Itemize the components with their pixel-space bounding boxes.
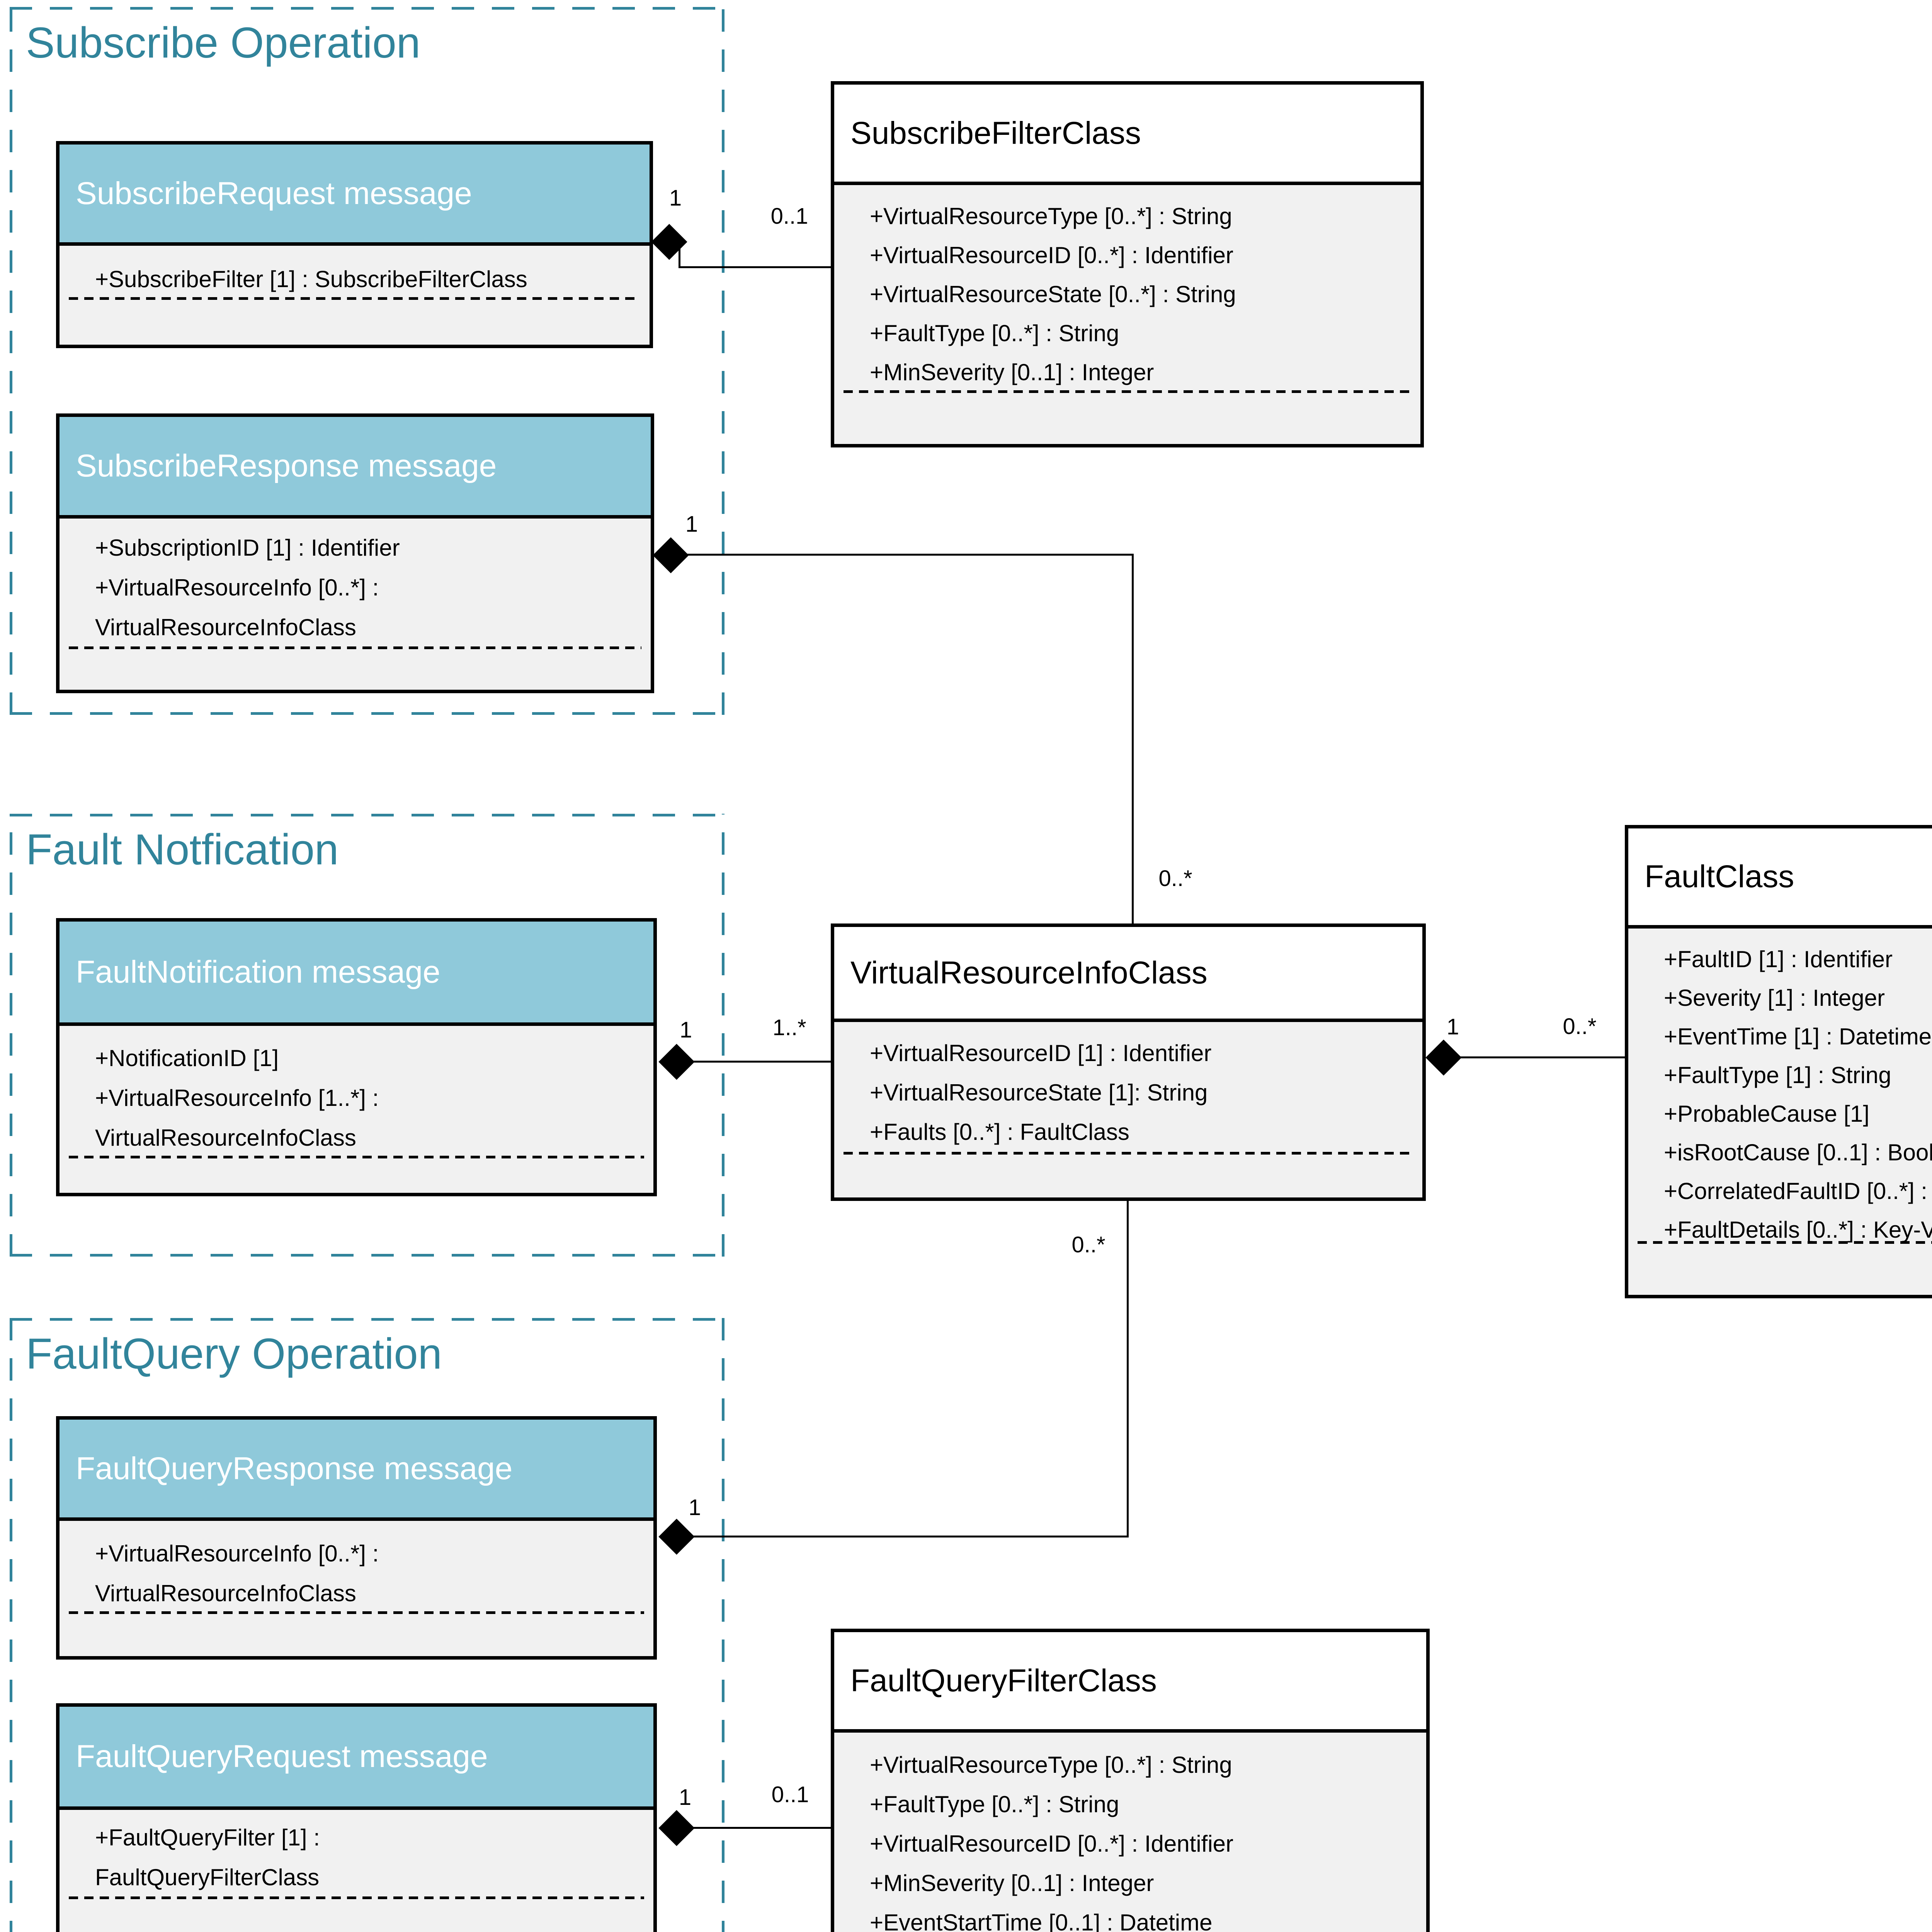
message-box-title: FaultQueryResponse message [76,1451,513,1486]
attribute-line: +SubscriptionID [1] : Identifier [95,535,400,561]
attribute-line: +Faults [0..*] : FaultClass [870,1119,1129,1145]
attribute-line: +FaultQueryFilter [1] : [95,1825,320,1850]
message-box-title: SubscribeRequest message [76,175,472,211]
attribute-line: +SubscribeFilter [1] : SubscribeFilterCl… [95,266,527,292]
multiplicity-label: 1 [688,1495,701,1520]
multiplicity-label: 1 [679,1017,692,1043]
connector-faultquery-response-info-hseg [692,1536,1129,1537]
group-title-faultquery-operation: FaultQuery Operation [26,1330,442,1378]
attribute-line: +VirtualResourceInfo [1..*] : [95,1085,379,1111]
attribute-line: +FaultType [1] : String [1664,1062,1891,1088]
attribute-list: +VirtualResourceID [1] : Identifier +Virt… [834,1022,1422,1152]
attribute-list: +FaultQueryFilter [1] : FaultQueryFilterC… [60,1810,653,1897]
connector-subscribe-response-info-hseg [684,554,1134,556]
attribute-list: +VirtualResourceInfo [0..*] : VirtualReso… [60,1521,653,1613]
attribute-line: +EventTime [1] : Datetime [1664,1024,1932,1049]
connector-fault-notification-info-hseg [692,1061,832,1063]
compartment-separator [844,1152,1413,1155]
attribute-line: +FaultType [0..*] : String [870,1791,1119,1817]
connector-subscribe-request-filter-vseg [679,247,680,268]
message-box-subscribe-response: SubscribeResponse message +SubscriptionI… [56,413,654,693]
class-box-fault-class: FaultClass +FaultID [1] : Identifier +Sev… [1625,825,1932,1298]
attribute-line: +VirtualResourceType [0..*] : String [870,1752,1232,1778]
compartment-separator [69,646,641,649]
multiplicity-label: 1 [669,185,682,211]
class-box-faultquery-filter-class: FaultQueryFilterClass +VirtualResourceTy… [831,1629,1430,1932]
attribute-list: +FaultID [1] : Identifier +Severity [1] :… [1628,929,1932,1249]
attribute-line: +CorrelatedFaultID [0..*] : Identifier [1664,1178,1932,1204]
connector-info-faultclass-hseg [1459,1056,1626,1058]
multiplicity-label: 0..* [1563,1014,1597,1039]
message-box-faultquery-response: FaultQueryResponse message +VirtualResou… [56,1416,657,1660]
connector-subscribe-request-filter-hseg [679,266,832,268]
attribute-line: +isRootCause [0..1] : Boolean [1664,1139,1932,1165]
attribute-line: +FaultDetails [0..*] : Key-Value pairs [1664,1217,1932,1243]
attribute-line: +MinSeverity [0..1] : Integer [870,359,1154,385]
connector-subscribe-response-info-vseg [1132,554,1134,925]
compartment-separator [69,297,640,300]
attribute-line: +FaultID [1] : Identifier [1664,946,1893,972]
attribute-line: +MinSeverity [0..1] : Integer [870,1870,1154,1896]
attribute-line: VirtualResourceInfoClass [95,1125,356,1151]
multiplicity-label: 1 [1446,1014,1459,1039]
attribute-line: +EventStartTime [0..1] : Datetime [870,1910,1213,1932]
attribute-line: VirtualResourceInfoClass [95,1580,356,1606]
class-box-title: FaultClass [1645,859,1794,894]
multiplicity-label: 0..* [1158,866,1192,891]
message-box-faultquery-request: FaultQueryRequest message +FaultQueryFil… [56,1703,657,1932]
attribute-list: +VirtualResourceType [0..*] : String +Vir… [834,185,1420,392]
class-box-title: VirtualResourceInfoClass [850,955,1208,990]
attribute-list: +NotificationID [1] +VirtualResourceInfo … [60,1026,653,1158]
class-box-virtual-resource-info-class: VirtualResourceInfoClass +VirtualResourc… [831,923,1426,1201]
message-box-title: SubscribeResponse message [76,448,497,483]
message-box-fault-notification: FaultNotification message +NotificationI… [56,918,657,1196]
attribute-line: +NotificationID [1] [95,1045,279,1071]
multiplicity-label: 1 [679,1785,692,1810]
message-box-subscribe-request: SubscribeRequest message +SubscribeFilte… [56,141,653,348]
message-box-title: FaultNotification message [76,954,440,990]
compartment-separator [844,390,1411,393]
class-box-title: SubscribeFilterClass [850,115,1141,151]
attribute-line: +ProbableCause [1] [1664,1101,1870,1127]
attribute-line: +VirtualResourceState [1]: String [870,1080,1208,1105]
attribute-line: +VirtualResourceInfo [0..*] : [95,575,379,600]
multiplicity-label: 1 [685,512,698,537]
attribute-list: +VirtualResourceType [0..*] : String +Fau… [834,1733,1426,1932]
attribute-line: VirtualResourceInfoClass [95,614,356,640]
attribute-line: +VirtualResourceID [0..*] : Identifier [870,242,1234,268]
group-title-fault-notification: Fault Notfication [26,825,339,874]
multiplicity-label: 1..* [772,1015,806,1040]
attribute-line: +VirtualResourceType [0..*] : String [870,203,1232,229]
attribute-line: FaultQueryFilterClass [95,1864,320,1890]
connector-faultquery-response-info-vseg [1127,1201,1129,1537]
message-box-title: FaultQueryRequest message [76,1739,488,1774]
compartment-separator [69,1156,644,1158]
attribute-line: +VirtualResourceID [0..*] : Identifier [870,1831,1234,1857]
compartment-separator [69,1896,644,1899]
attribute-line: +VirtualResourceID [1] : Identifier [870,1040,1212,1066]
class-box-subscribe-filter-class: SubscribeFilterClass +VirtualResourceTyp… [831,81,1424,447]
compartment-separator [69,1611,644,1614]
multiplicity-label: 0..1 [770,204,808,229]
attribute-list: +SubscriptionID [1] : Identifier +Virtual… [60,519,651,647]
attribute-line: +VirtualResourceInfo [0..*] : [95,1541,379,1566]
multiplicity-label: 0..1 [771,1782,809,1807]
compartment-separator [1638,1241,1932,1244]
multiplicity-label: 0..* [1071,1232,1105,1257]
attribute-line: +Severity [1] : Integer [1664,985,1885,1011]
attribute-line: +FaultType [0..*] : String [870,320,1119,346]
group-title-subscribe-operation: Subscribe Operation [26,19,421,67]
attribute-list: +SubscribeFilter [1] : SubscribeFilterCl… [60,246,650,299]
composition-diamond-icon [1425,1039,1462,1076]
attribute-line: +VirtualResourceState [0..*] : String [870,281,1236,307]
connector-faultquery-request-filter-hseg [692,1827,832,1829]
class-box-title: FaultQueryFilterClass [850,1663,1157,1698]
